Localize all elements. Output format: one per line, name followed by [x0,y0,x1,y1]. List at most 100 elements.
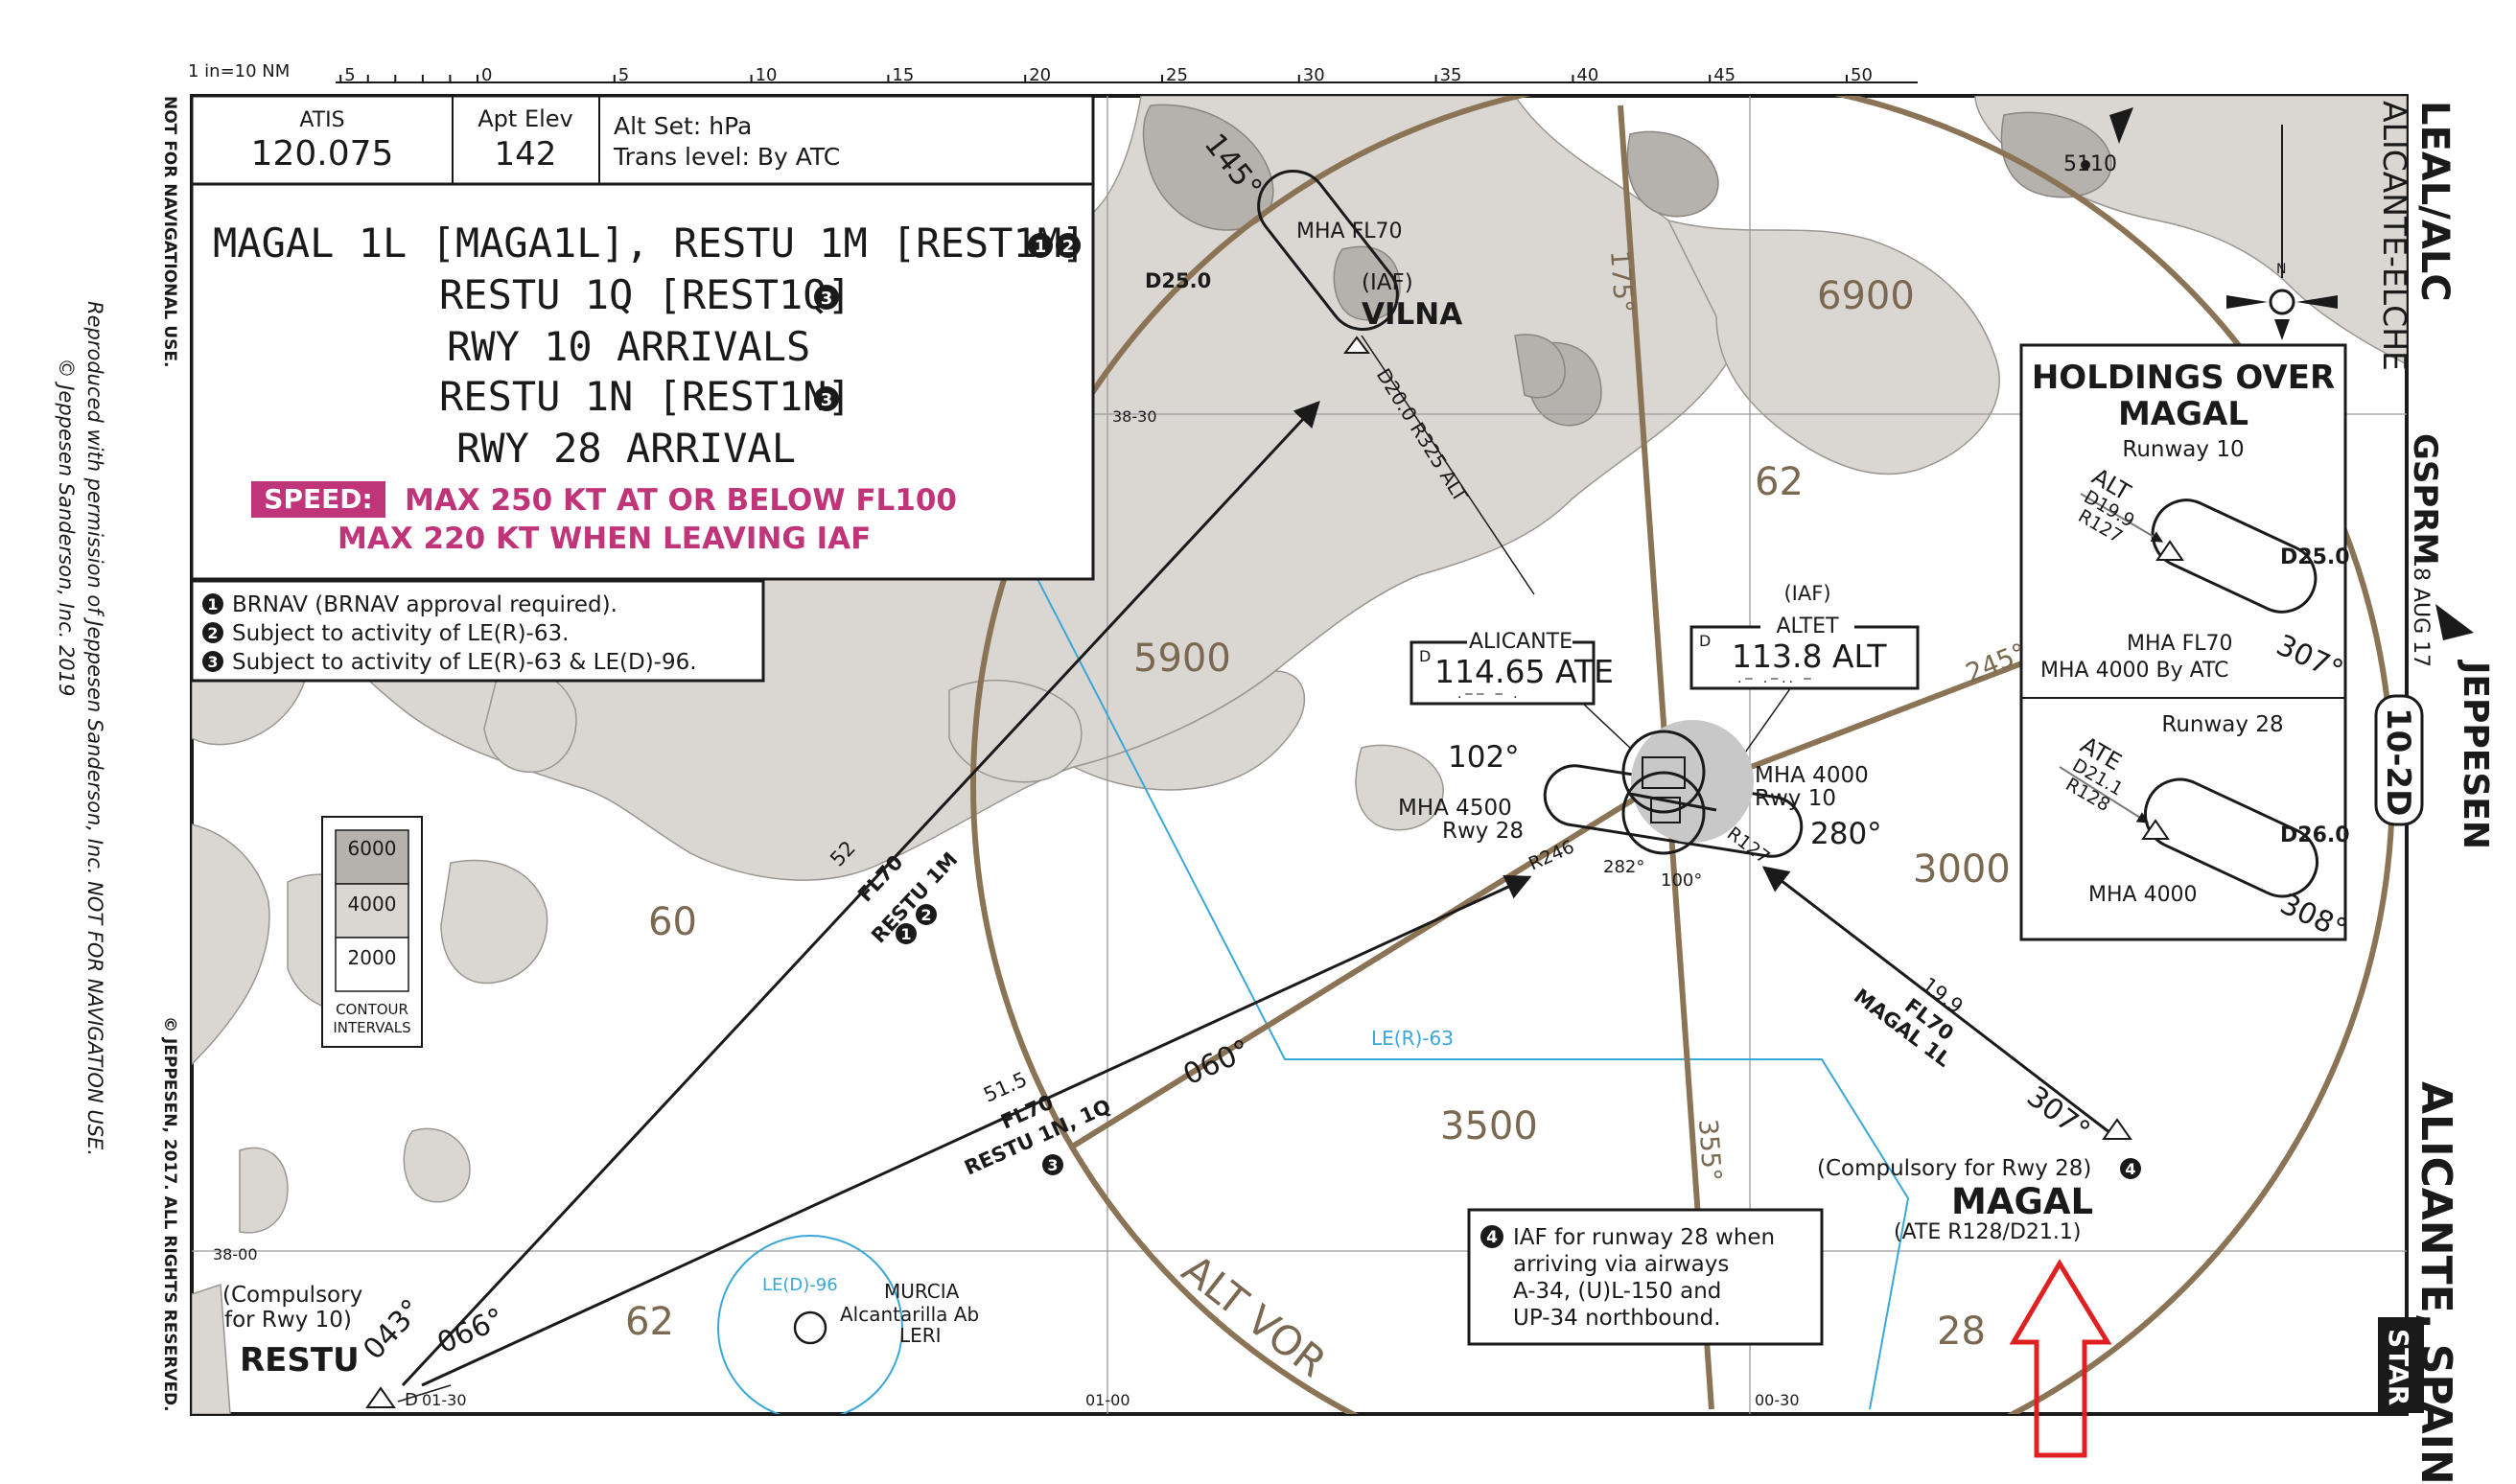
murcia-airport-symbol [793,1310,827,1345]
course-100: 100° [1661,870,1702,891]
route-restu1n1q [421,874,1532,1387]
restu-labels: (Compulsory for Rwy 10) RESTU D 01-30 [222,1283,467,1410]
note-badge: 1 [207,595,218,614]
restu-note-2: for Rwy 10) [224,1308,352,1333]
note-text: BRNAV (BRNAV approval required). [232,592,617,617]
msa-value-3500: 3500 [1440,1104,1538,1148]
magal-fix-triangle [2102,1118,2132,1140]
grid-values: 62 60 62 28 38-30 38-00 01-00 00-30 [213,407,1986,1409]
annotation-arrow [2009,1259,2112,1458]
chart-date: 18 AUG 17 [2409,554,2433,667]
course-282: 282° [1603,857,1644,877]
msa-value-3000: 3000 [1913,847,2011,892]
scale-tick-label: 10 [756,65,778,85]
note-item: 2 Subject to activity of LE(R)-63. [202,621,569,646]
vilna-dist: D25.0 [1145,269,1211,292]
apt-elev-label: Apt Elev [478,105,573,132]
vor-symbol [1621,720,1754,855]
contour-legend: 6000 4000 2000 CONTOUR INTERVALS [321,816,423,1048]
alicante-freq: 114.65 ATE [1434,653,1614,690]
iaf-note-line: A-34, (U)L-150 and [1513,1279,1721,1304]
murcia-name: MURCIA [884,1280,960,1303]
morse-code: .‒ .‒.. ‒ [1737,671,1814,686]
scale-label: 1 in=10 NM [188,61,290,81]
led96-boundary [717,1235,903,1414]
speed-line-2: MAX 220 KT WHEN LEAVING IAF [338,522,871,556]
note-badge: 2 [1062,237,1075,257]
scale-tick-label: 30 [1303,65,1325,85]
note-badge: 2 [207,624,218,642]
header-box: ATIS 120.075 Apt Elev 142 Alt Set: hPa T… [190,94,1095,186]
magal-sub: (ATE R128/D21.1) [1894,1220,2081,1244]
chart-type: STAR [2383,1329,2414,1405]
radial-vilna [1361,335,1535,595]
airspace-lines [717,574,1910,1414]
note-badge: 4 [2125,1160,2135,1178]
contour-label: CONTOUR [336,1001,408,1018]
routes [401,335,2115,1387]
altet-iaf: (IAF) [1783,582,1830,605]
note-badge: 3 [821,390,833,410]
note-badge: 2 [920,906,931,924]
grid-value: 62 [625,1300,674,1344]
not-for-nav-text: NOT FOR NAVIGATIONAL USE. [160,96,179,367]
contour-label: INTERVALS [333,1019,410,1036]
altet-freq: 113.8 ALT [1732,638,1887,675]
contour-level: 4000 [348,893,397,916]
procedure-code: GSPRM [2406,433,2444,565]
scale-tick-label: 5 [344,65,355,85]
altet-d: D [1699,632,1711,650]
msa-value-5900: 5900 [1133,637,1231,681]
restu-d: D [405,1390,418,1410]
alicante-name: ALICANTE [1469,630,1572,654]
holding-rwy10: ALT D19.9 R127 D25.0 MHA FL70 MHA 4000 B… [2040,463,2350,688]
brand-name: JEPPESEN [2456,659,2495,849]
course-280: 280° [1810,817,1882,851]
note-badge: 4 [1486,1228,1498,1247]
alicante-d: D [1419,647,1431,665]
vilna-mha: MHA FL70 [1296,220,1402,243]
vilna-name: VILNA [1362,297,1462,332]
atis-freq: 120.075 [251,134,394,174]
apt-elev: 142 [495,135,557,174]
note-text: Subject to activity of LE(R)-63 & LE(D)-… [232,650,697,675]
airport-name: ALICANTE-ELCHE [2376,101,2413,371]
restu-lat: 01-30 [422,1391,467,1409]
holdings-title-2: MAGAL [2118,395,2248,433]
right-strip: LEAL/ALC ALICANTE-ELCHE GSPRM 18 AUG 17 … [2226,101,2495,1484]
course-102: 102° [1448,740,1520,775]
title-line-1-notes: 1 2 [1028,233,1081,258]
trans-level: Trans level: By ATC [613,143,840,171]
rwy28-mha: MHA 4000 [2088,883,2198,907]
city-name: ALICANTE, SPAIN [2411,1081,2460,1484]
peak-dot [2081,160,2090,170]
compass-icon: N [2226,125,2338,340]
alicante-navaid-box: ALICANTE D 114.65 ATE .‒‒ ‒ . [1409,630,1614,706]
scale-tick-label: 25 [1166,65,1188,85]
peak-arrow-icon [2109,107,2133,144]
route-magal1l [1761,866,2115,1138]
near-rwy28: Rwy 28 [1442,819,1524,844]
iaf-note-box: 4 IAF for runway 28 when arriving via ai… [1467,1208,1824,1346]
lat-label: 38-00 [213,1245,258,1264]
course-175: 175° [1604,249,1638,313]
rwy10-mha2: MHA 4000 By ATC [2040,659,2229,683]
speed-line-1: MAX 250 KT AT OR BELOW FL100 [405,483,957,518]
peak-elevation: 5110 [2063,152,2117,176]
near-mha4500: MHA 4500 [1398,796,1512,821]
permission-line-1: Reproduced with permission of Jeppesen S… [83,301,106,1156]
title-line-2: RESTU 1Q [REST1Q] [439,271,851,318]
scale-tick-label: 40 [1576,65,1598,85]
murcia-icao: LERI [899,1324,942,1347]
altet-name: ALTET [1776,614,1839,638]
scale-tick-label: 45 [1713,65,1736,85]
lat-label: 38-30 [1112,407,1157,426]
iaf-note-line: IAF for runway 28 when [1513,1225,1775,1250]
grid-value: 62 [1755,460,1804,504]
course-355: 355° [1692,1118,1726,1182]
holding-vilna [1257,170,1399,354]
note-item: 1 BRNAV (BRNAV approval required). [202,592,617,617]
terrain-high [1142,104,2112,427]
grid-value: 60 [648,900,697,944]
